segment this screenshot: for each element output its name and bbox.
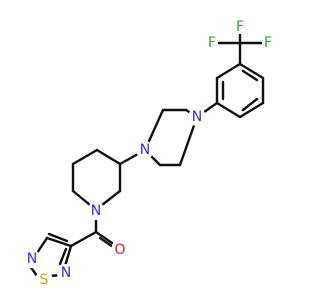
atom-n-piperazine-1: N bbox=[192, 109, 202, 125]
atom-f3: F bbox=[264, 35, 272, 51]
bond-ar-3 bbox=[238, 101, 265, 119]
atom-f1: F bbox=[236, 19, 244, 35]
molecule-structure: F F F N N N O N N S bbox=[23, 19, 273, 289]
atom-labels: F F F N N N O N N S bbox=[23, 19, 272, 289]
bond-ar-6 bbox=[215, 62, 242, 80]
bond-td-5b bbox=[58, 247, 68, 266]
atom-n-thiadiazole-1: N bbox=[27, 251, 37, 267]
bond-td-1 bbox=[45, 236, 73, 248]
atom-n-piperidine: N bbox=[91, 203, 101, 219]
bond-carbonyl-o-2 bbox=[98, 236, 115, 249]
atom-n-piperazine-2: N bbox=[140, 142, 150, 158]
bond-ar-double-1 bbox=[241, 69, 259, 82]
bond-ar-double-2 bbox=[241, 97, 259, 112]
bond-pip-4 bbox=[71, 189, 92, 207]
bond-pip-5 bbox=[100, 189, 122, 207]
bond-pip-2 bbox=[71, 148, 99, 166]
bond-carbonyl-ring bbox=[69, 230, 98, 248]
atom-s-thiadiazole: S bbox=[40, 272, 49, 288]
bond-pip-1 bbox=[95, 148, 122, 166]
bond-ar-4 bbox=[215, 101, 242, 119]
atom-o-carbonyl: O bbox=[114, 242, 125, 258]
bond-carbonyl-o-1 bbox=[94, 230, 114, 245]
atom-f2: F bbox=[208, 35, 216, 51]
bond-ar-1 bbox=[238, 62, 265, 80]
bond-td-1b bbox=[47, 232, 69, 243]
bond-td-5 bbox=[63, 244, 73, 268]
atom-n-thiadiazole-2: N bbox=[61, 265, 71, 281]
bond-td-2 bbox=[35, 236, 49, 255]
